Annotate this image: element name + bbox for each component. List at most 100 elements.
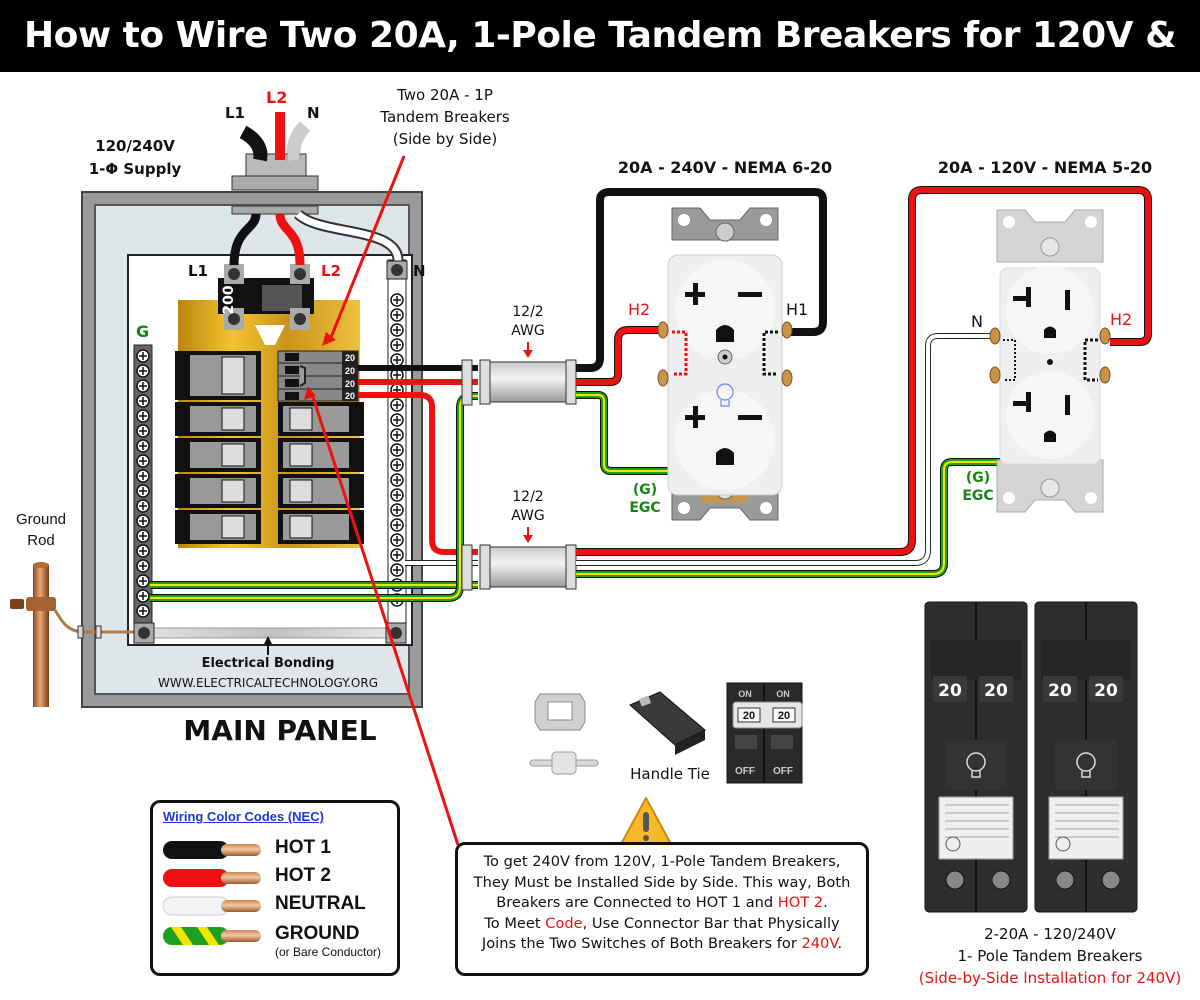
breaker — [175, 510, 261, 544]
photo-rating: 20 — [778, 710, 790, 722]
tandem-callout-line3: (Side by Side) — [392, 130, 498, 148]
tandem-callout-line1: Two 20A - 1P — [397, 86, 493, 104]
screw-icon — [136, 514, 150, 528]
note-line: They Must be Installed Side by Side. Thi… — [458, 873, 866, 894]
main-breaker: 200 — [218, 264, 314, 345]
cable-2-type: AWG — [511, 508, 545, 524]
note-line: To get 240V from 120V, 1-Pole Tandem Bre… — [458, 852, 866, 873]
neutral-bar-screws — [390, 293, 404, 607]
supply-wire-n — [287, 121, 310, 161]
tandem-rating: 20 — [345, 353, 355, 363]
note-segment: Breakers are Connected to HOT 1 and — [496, 894, 778, 911]
cable-1-conduit — [461, 359, 577, 406]
photo-on-label: ON — [776, 689, 790, 699]
screw-icon — [390, 563, 404, 577]
lightbulb-icon — [1076, 752, 1096, 778]
note-segment: . — [823, 894, 828, 911]
receptacle-1-ground-line1: (G) — [632, 482, 658, 498]
receptacle-1-left-terminal: H2 — [628, 300, 651, 319]
photo-on-label: ON — [738, 689, 752, 699]
screw-icon — [136, 559, 150, 573]
panel-l1-label: L1 — [188, 262, 208, 280]
receptacle-2-right-terminal: H2 — [1110, 310, 1133, 329]
screw-icon — [390, 308, 404, 322]
receptacle-2-title: 20A - 120V - NEMA 5-20 — [937, 158, 1153, 177]
screw-icon — [390, 533, 404, 547]
lightbulb-icon — [966, 752, 986, 778]
legend-title: Wiring Color Codes (NEC) — [163, 809, 324, 824]
screw-icon — [136, 379, 150, 393]
photo-off-label: OFF — [735, 766, 755, 777]
connector-bar-photo — [529, 693, 599, 775]
receptacle-2-left-terminal: N — [971, 312, 983, 331]
breaker — [175, 474, 261, 508]
supply-l1-label: L1 — [225, 104, 245, 122]
bonding-label: Electrical Bonding — [201, 656, 335, 671]
screw-icon — [390, 398, 404, 412]
tandem-rating: 20 — [345, 366, 355, 376]
callout-arrows — [304, 155, 460, 846]
breaker — [278, 474, 364, 508]
legend-sublabel: (or Bare Conductor) — [275, 945, 382, 959]
supply-voltage-label: 120/240V — [95, 137, 175, 155]
feeder-l2 — [275, 213, 305, 266]
cable-2-size: 12/2 — [512, 489, 544, 505]
legend-label: GROUND — [275, 923, 360, 944]
page-title: How to Wire Two 20A, 1-Pole Tandem Break… — [0, 0, 1200, 128]
screw-icon — [136, 544, 150, 558]
circuit-1-wires — [150, 365, 478, 589]
receptacle-2-ground-line2: EGC — [962, 488, 994, 504]
note-highlight: HOT 2 — [777, 894, 824, 911]
note-text: To get 240V from 120V, 1-Pole Tandem Bre… — [458, 845, 866, 955]
note-segment: To Meet — [484, 914, 546, 932]
note-line: Joins the Two Switches of Both Breakers … — [458, 934, 866, 955]
receptacle-1-wires — [576, 188, 827, 475]
panel-l2-label: L2 — [321, 262, 341, 280]
legend-item-neutral: NEUTRAL — [163, 891, 393, 917]
cable-1-type: AWG — [511, 323, 545, 339]
screw-icon — [390, 503, 404, 517]
wire-black-icon — [163, 841, 261, 859]
screw-icon — [136, 484, 150, 498]
screw-icon — [390, 353, 404, 367]
warning-icon — [619, 797, 673, 847]
ground-rod-label-line1: Ground — [15, 511, 67, 528]
screw-icon — [136, 439, 150, 453]
screw-icon — [390, 473, 404, 487]
note-segment: Joins the Two Switches of Both Breakers … — [481, 935, 802, 952]
cable-2-conduit — [461, 544, 577, 591]
note-highlight: Code — [545, 914, 583, 932]
screw-icon — [136, 394, 150, 408]
note-segment: . — [837, 935, 843, 952]
screw-icon — [390, 518, 404, 532]
bonding-jumper — [147, 627, 397, 639]
breaker-rating: 20 — [1094, 681, 1118, 701]
supply-phase-label: 1-Φ Supply — [88, 160, 182, 178]
tandem-rating: 20 — [345, 391, 355, 401]
wire-white-icon — [163, 896, 261, 916]
panel-n-label: N — [413, 262, 426, 280]
legend-label: HOT 1 — [275, 837, 331, 858]
tandem-caption-line3: (Side-by-Side Installation for 240V) — [918, 969, 1182, 987]
screw-icon — [136, 469, 150, 483]
screw-icon — [136, 454, 150, 468]
breaker — [175, 402, 261, 436]
screw-icon — [136, 349, 150, 363]
screw-icon — [390, 458, 404, 472]
tandem-rating: 20 — [345, 379, 355, 389]
screw-icon — [136, 604, 150, 618]
screw-icon — [390, 428, 404, 442]
wiring-color-legend: Wiring Color Codes (NEC) HOT 1 HOT 2 NEU… — [150, 800, 400, 976]
tandem-breaker-slot: 20 20 20 20 — [277, 350, 359, 402]
handle-tie-photo — [629, 691, 706, 755]
installation-note: To get 240V from 120V, 1-Pole Tandem Bre… — [455, 842, 869, 976]
receptacle-2-wires — [576, 186, 1152, 578]
screw-icon — [390, 293, 404, 307]
tandem-caption-line2: 1- Pole Tandem Breakers — [957, 947, 1143, 965]
breaker-handle-tie-photo: 20 20 ON ON OFF OFF — [726, 682, 803, 784]
note-highlight: 240V — [801, 935, 838, 952]
